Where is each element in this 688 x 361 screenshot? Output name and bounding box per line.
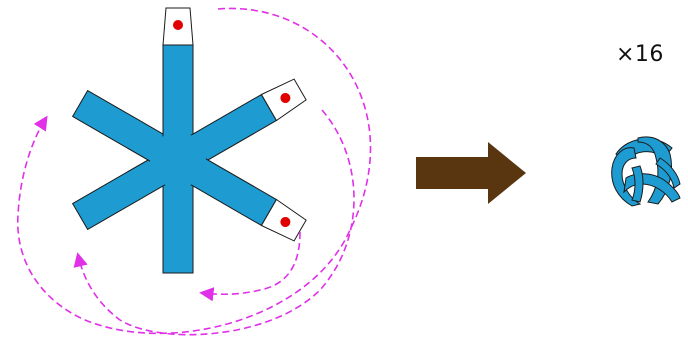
right-arrow-icon: [416, 142, 526, 204]
multiplier-label: ×16: [616, 42, 664, 67]
glue-dot-icon: [173, 20, 183, 30]
woven-ball-icon: [611, 137, 681, 207]
six-arm-star: [73, 8, 308, 273]
fold-arrow-inner: [202, 232, 300, 294]
